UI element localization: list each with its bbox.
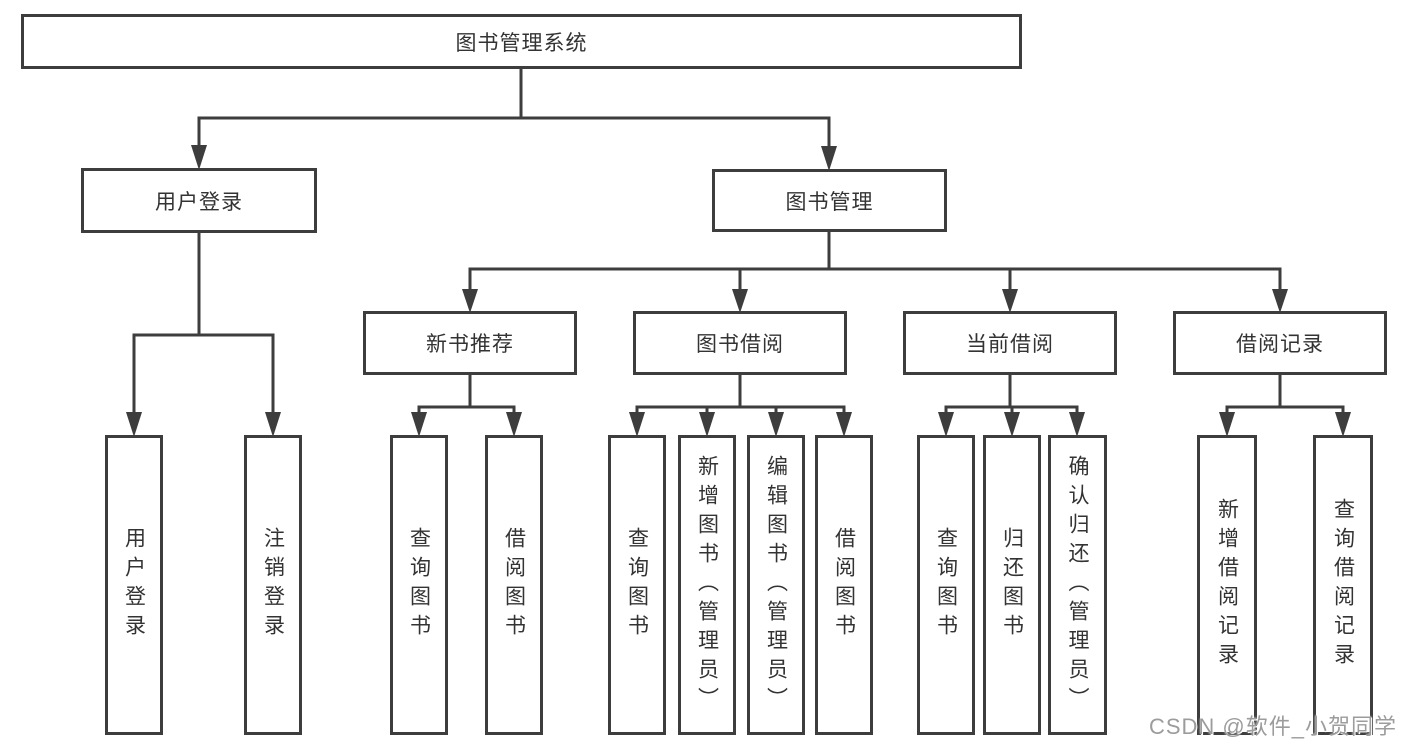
node-book-borrowing: 图书借阅	[633, 311, 847, 375]
node-user-login: 用户登录	[81, 168, 317, 233]
leaf-records-query-borrow-record: 查询借阅记录	[1313, 435, 1373, 735]
node-book-management-label: 图书管理	[785, 190, 874, 214]
node-book-management: 图书管理	[712, 169, 947, 232]
leaf-borrowing-edit-books-admin: 编辑图书（管理员）	[747, 435, 805, 735]
leaf-borrowing-query-books-label: 查询图书	[625, 527, 649, 643]
csdn-watermark: CSDN @软件_小贺同学	[1148, 714, 1397, 739]
node-current-borrowing: 当前借阅	[903, 311, 1117, 375]
leaf-current-confirm-return-admin-label: 确认归还（管理员）	[1066, 454, 1089, 716]
leaf-recommend-query-books: 查询图书	[390, 435, 448, 735]
leaf-recommend-query-books-label: 查询图书	[407, 527, 431, 643]
leaf-current-confirm-return-admin: 确认归还（管理员）	[1048, 435, 1107, 735]
leaf-borrowing-add-books-admin: 新增图书（管理员）	[678, 435, 736, 735]
arrowheads	[126, 145, 1351, 437]
leaf-logout-label: 注销登录	[261, 527, 285, 643]
leaf-borrowing-add-books-admin-label: 新增图书（管理员）	[695, 454, 719, 716]
leaf-borrowing-edit-books-admin-label: 编辑图书（管理员）	[764, 454, 788, 716]
leaf-borrowing-query-books: 查询图书	[608, 435, 666, 735]
leaf-current-query-books: 查询图书	[917, 435, 975, 735]
leaf-user-login-label: 用户登录	[122, 527, 146, 643]
node-root-label: 图书管理系统	[455, 31, 588, 55]
node-borrowing-records: 借阅记录	[1173, 311, 1387, 375]
node-user-login-label: 用户登录	[155, 190, 243, 214]
leaf-recommend-borrow-books-label: 借阅图书	[502, 527, 526, 643]
node-root: 图书管理系统	[21, 14, 1022, 69]
leaf-logout: 注销登录	[244, 435, 302, 735]
leaf-borrowing-borrow-books-label: 借阅图书	[832, 527, 856, 643]
leaf-recommend-borrow-books: 借阅图书	[485, 435, 543, 735]
node-current-borrowing-label: 当前借阅	[966, 333, 1054, 356]
leaf-records-query-borrow-record-label: 查询借阅记录	[1331, 498, 1355, 672]
node-new-book-recommendation-label: 新书推荐	[426, 333, 514, 356]
leaf-current-return-books: 归还图书	[983, 435, 1041, 735]
node-book-borrowing-label: 图书借阅	[696, 333, 784, 356]
node-new-book-recommendation: 新书推荐	[363, 311, 577, 375]
leaf-borrowing-borrow-books: 借阅图书	[815, 435, 873, 735]
node-borrowing-records-label: 借阅记录	[1236, 333, 1324, 356]
leaf-records-add-borrow-record: 新增借阅记录	[1197, 435, 1257, 735]
leaf-records-add-borrow-record-label: 新增借阅记录	[1215, 498, 1239, 672]
leaf-current-return-books-label: 归还图书	[1000, 527, 1024, 643]
leaf-user-login: 用户登录	[105, 435, 163, 735]
leaf-current-query-books-label: 查询图书	[934, 527, 958, 643]
